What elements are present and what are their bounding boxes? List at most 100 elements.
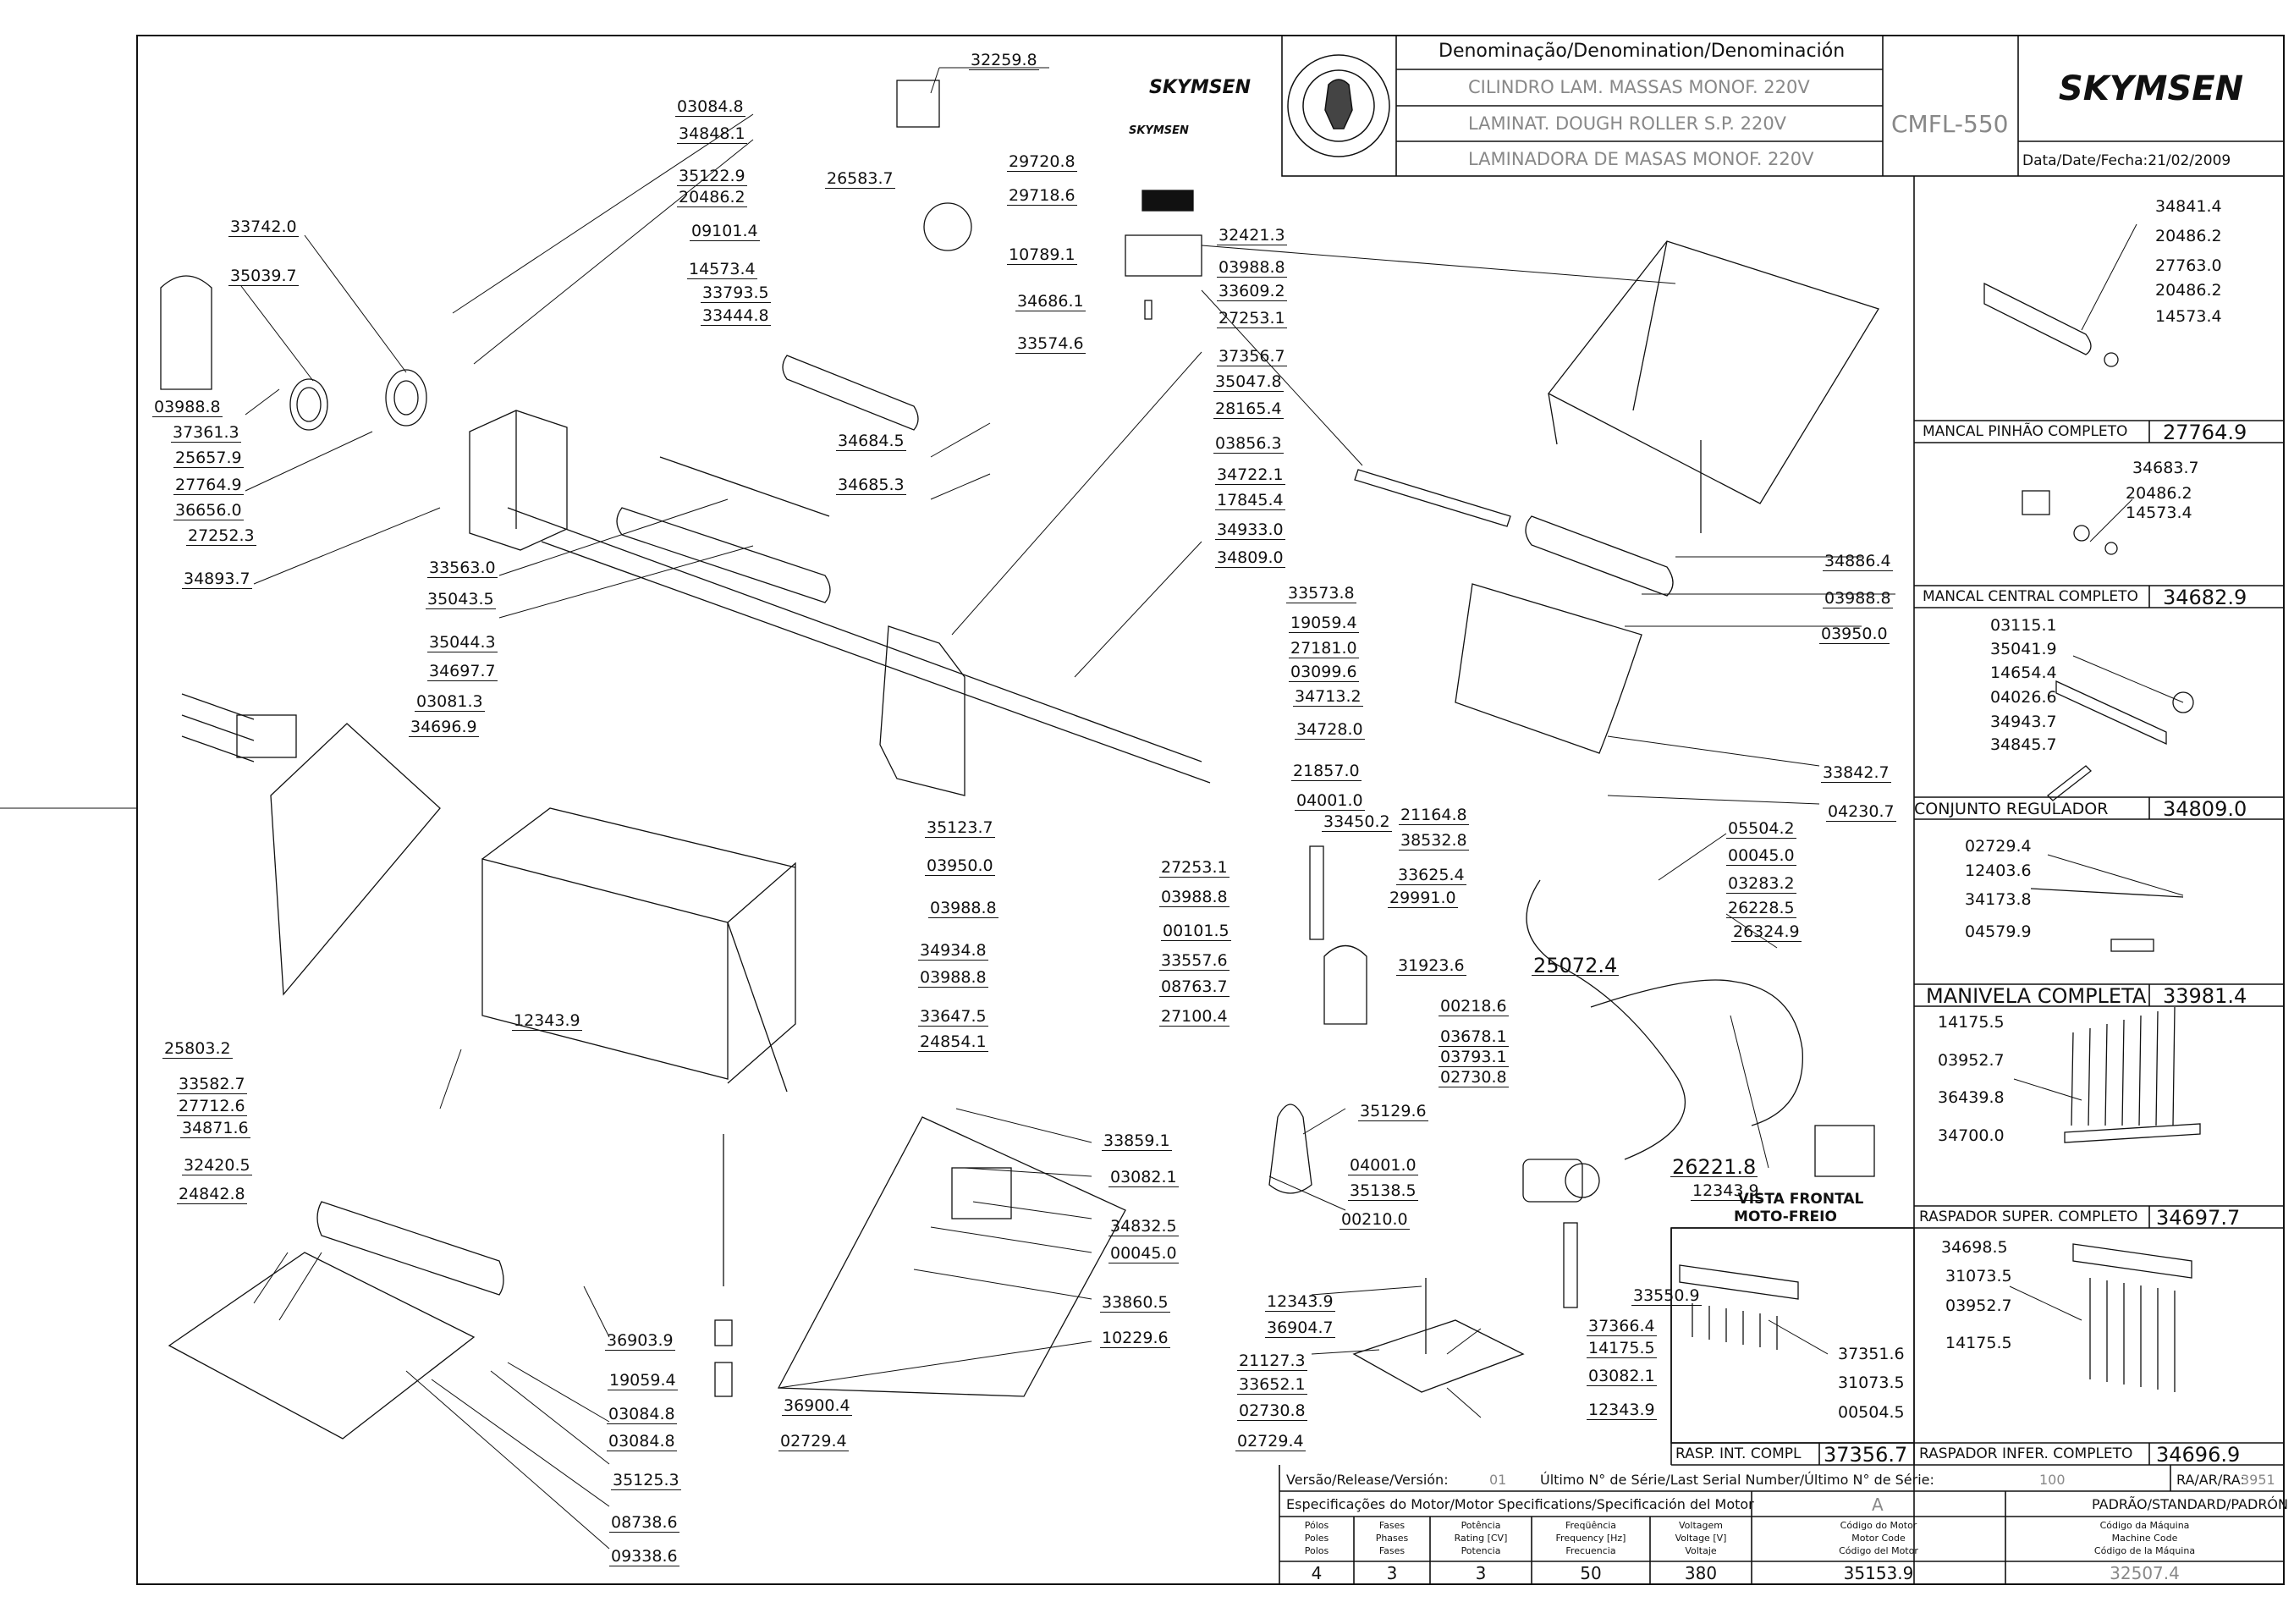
- part-number-label: 21164.8: [1399, 806, 1469, 825]
- part-number-label: 33609.2: [1217, 282, 1287, 301]
- part-number-label: 00210.0: [1340, 1210, 1410, 1230]
- part-number-label: 34684.5: [836, 432, 906, 451]
- part-number-label: 12343.9: [1265, 1292, 1335, 1312]
- serial-value: 100: [2039, 1472, 2066, 1488]
- motor-spec-header: Voltagem Voltage [V] Voltaje: [1675, 1520, 1727, 1556]
- authorized-service-seal-icon: [1287, 54, 1390, 157]
- part-number-label: 34728.0: [1295, 720, 1365, 740]
- part-number-label: 35123.7: [925, 818, 995, 838]
- date-label: Data/Date/Fecha:21/02/2009: [2022, 152, 2231, 169]
- part-label: 20486.2: [2155, 281, 2222, 300]
- date-value: 21/02/2009: [2148, 152, 2231, 169]
- subassembly-code: 37356.7: [1824, 1443, 1908, 1467]
- part-number-label: 33793.5: [701, 284, 771, 303]
- motor-spec-header: Código da Máquina Machine Code Código de…: [2093, 1520, 2196, 1556]
- part-number-label: 14175.5: [1587, 1339, 1657, 1358]
- part-number-label: 33625.4: [1396, 866, 1466, 885]
- skymsen-sticker-logo: SKYMSEN: [1149, 77, 1251, 98]
- part-number-label: 03082.1: [1587, 1367, 1657, 1386]
- part-number-label: 32421.3: [1217, 226, 1287, 245]
- part-number-label: 02729.4: [1235, 1432, 1306, 1451]
- part-number-label: 09101.4: [690, 222, 760, 241]
- skymsen-small-sticker-logo: SKYMSEN: [1129, 124, 1189, 137]
- part-number-label: 09338.6: [609, 1547, 679, 1566]
- part-label: 37351.6: [1838, 1345, 1905, 1363]
- part-number-label: 02730.8: [1439, 1068, 1509, 1087]
- subassembly-title: MANCAL CENTRAL COMPLETO: [1923, 588, 2138, 605]
- subassembly-code: 27764.9: [2163, 421, 2247, 444]
- part-number-label: 04230.7: [1826, 802, 1896, 822]
- motor-spec-value: 35153.9: [1843, 1563, 1914, 1583]
- part-label: 02729.4: [1965, 837, 2032, 856]
- part-number-label: 27253.1: [1159, 858, 1230, 878]
- part-number-label: 38532.8: [1399, 831, 1469, 851]
- part-number-label: 03950.0: [925, 856, 995, 876]
- part-number-label: 00218.6: [1439, 997, 1509, 1016]
- motor-spec-label: Especificações do Motor/Motor Specificat…: [1286, 1496, 1754, 1512]
- part-label: 03952.7: [1945, 1296, 2012, 1315]
- part-number-label: 03082.1: [1108, 1168, 1179, 1187]
- part-number-label: 25072.4: [1532, 954, 1620, 977]
- part-number-label: 03793.1: [1439, 1048, 1509, 1067]
- ra-value: 3951: [2241, 1472, 2275, 1488]
- part-number-label: 27100.4: [1159, 1007, 1230, 1027]
- part-number-label: 36656.0: [173, 501, 244, 520]
- part-number-label: 33550.9: [1631, 1286, 1702, 1306]
- name-es: LAMINADORA DE MASAS MONOF. 220V: [1468, 149, 1814, 169]
- subassembly-title: MANIVELA COMPLETA: [1926, 984, 2147, 1008]
- part-number-label: 33647.5: [918, 1007, 988, 1027]
- standard-label: PADRÃO/STANDARD/PADRÓN: [2092, 1496, 2288, 1512]
- part-label: 34841.4: [2155, 197, 2222, 216]
- part-number-label: 35122.9: [677, 167, 747, 186]
- part-number-label: 17845.4: [1215, 491, 1285, 510]
- part-number-label: 24842.8: [177, 1185, 247, 1204]
- part-number-label: 27253.1: [1217, 309, 1287, 328]
- part-number-label: 27181.0: [1289, 639, 1359, 658]
- part-number-label: 03678.1: [1439, 1027, 1509, 1047]
- part-number-label: 27252.3: [186, 526, 256, 546]
- part-label: 03115.1: [1990, 616, 2057, 635]
- part-number-label: 34697.7: [427, 662, 498, 681]
- motor-spec-value: 32507.4: [2110, 1563, 2180, 1583]
- subassembly-title: CONJUNTO REGULADOR: [1914, 800, 2109, 818]
- part-number-label: 00045.0: [1726, 846, 1796, 866]
- part-number-label: 03988.8: [918, 968, 988, 988]
- part-number-label: 24854.1: [918, 1032, 988, 1052]
- part-number-label: 03988.8: [1823, 589, 1893, 608]
- part-number-label: 03084.8: [607, 1405, 677, 1424]
- motor-spec-value: 380: [1684, 1563, 1718, 1583]
- machine-parts-sketch: [160, 80, 2201, 1440]
- part-number-label: 12343.9: [512, 1011, 582, 1031]
- part-number-label: 34696.9: [409, 718, 479, 737]
- motor-spec-header: Freqüência Frequency [Hz] Frecuencia: [1555, 1520, 1626, 1556]
- part-number-label: 35047.8: [1213, 372, 1284, 392]
- part-number-label: 19059.4: [1289, 614, 1359, 633]
- subassembly-code: 33981.4: [2163, 984, 2247, 1008]
- part-number-label: 04001.0: [1295, 791, 1365, 811]
- part-number-label: 33444.8: [701, 306, 771, 326]
- ra-label: RA/AR/RA:: [2176, 1472, 2245, 1488]
- subassembly-code: 34696.9: [2156, 1443, 2241, 1467]
- subassembly-title: RASP. INT. COMPL: [1675, 1445, 1802, 1462]
- part-label: 34683.7: [2132, 459, 2199, 477]
- part-number-label: 34832.5: [1108, 1217, 1179, 1236]
- subassembly-title: RASPADOR INFER. COMPLETO: [1919, 1445, 2133, 1462]
- part-number-label: 03988.8: [928, 899, 998, 918]
- part-number-label: 36903.9: [605, 1331, 675, 1351]
- subassembly-code: 34809.0: [2163, 797, 2247, 821]
- part-label: 27763.0: [2155, 256, 2222, 275]
- part-number-label: 26583.7: [825, 169, 895, 189]
- part-label: 00504.5: [1838, 1403, 1905, 1422]
- part-number-label: 36904.7: [1265, 1318, 1335, 1338]
- part-number-label: 04001.0: [1348, 1156, 1418, 1175]
- part-number-label: 37361.3: [171, 423, 241, 443]
- motor-variant: A: [1872, 1495, 1884, 1515]
- part-label: 14573.4: [2155, 307, 2222, 326]
- front-view-label-line2: MOTO-FREIO: [1734, 1208, 1837, 1225]
- part-number-label: 34848.1: [677, 124, 747, 144]
- part-label: 31073.5: [1945, 1267, 2012, 1285]
- part-number-label: 33582.7: [177, 1075, 247, 1094]
- serial-label: Último N° de Série/Last Serial Number/Úl…: [1540, 1472, 1934, 1488]
- part-label: 36439.8: [1938, 1088, 2005, 1107]
